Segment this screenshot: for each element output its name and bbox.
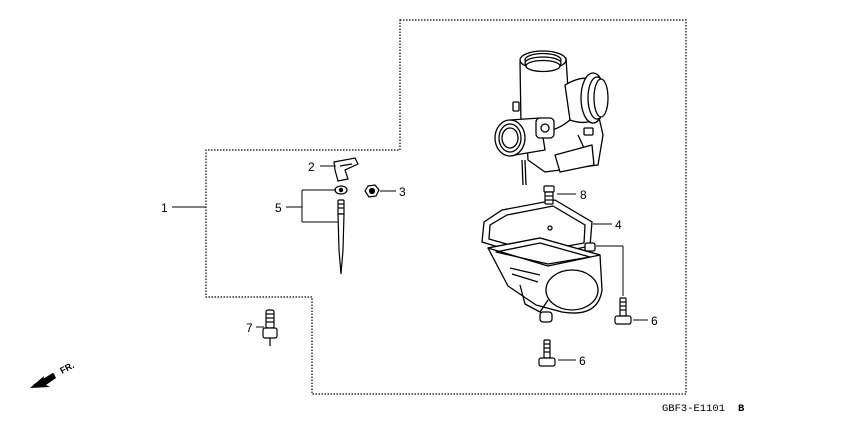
carburetor-body bbox=[494, 50, 609, 186]
main-jet-part bbox=[543, 185, 555, 205]
nut-part bbox=[364, 184, 380, 198]
diagram-code-suffix: B bbox=[738, 403, 745, 415]
callout-8: 8 bbox=[580, 188, 587, 202]
float-chamber-bowl bbox=[487, 237, 603, 323]
jet-needle-part bbox=[334, 185, 348, 275]
leader-lines bbox=[172, 165, 648, 361]
diagram-code: GBF3-E1101 bbox=[662, 403, 725, 415]
assembly-outline bbox=[205, 19, 687, 395]
callout-6-lower: 6 bbox=[579, 354, 586, 368]
callout-1: 1 bbox=[161, 201, 168, 215]
callout-5: 5 bbox=[275, 201, 282, 215]
needle-clip-part bbox=[333, 157, 359, 182]
front-arrow-icon bbox=[30, 372, 56, 388]
bolt-part bbox=[262, 309, 278, 346]
callout-7: 7 bbox=[246, 321, 253, 335]
callout-4: 4 bbox=[615, 218, 622, 232]
front-direction-label: FR. bbox=[58, 360, 75, 376]
callout-6-upper: 6 bbox=[651, 314, 658, 328]
screw-part-upper bbox=[614, 297, 632, 325]
callout-2: 2 bbox=[308, 160, 315, 174]
callout-3: 3 bbox=[399, 185, 406, 199]
screw-part-lower bbox=[538, 339, 556, 367]
